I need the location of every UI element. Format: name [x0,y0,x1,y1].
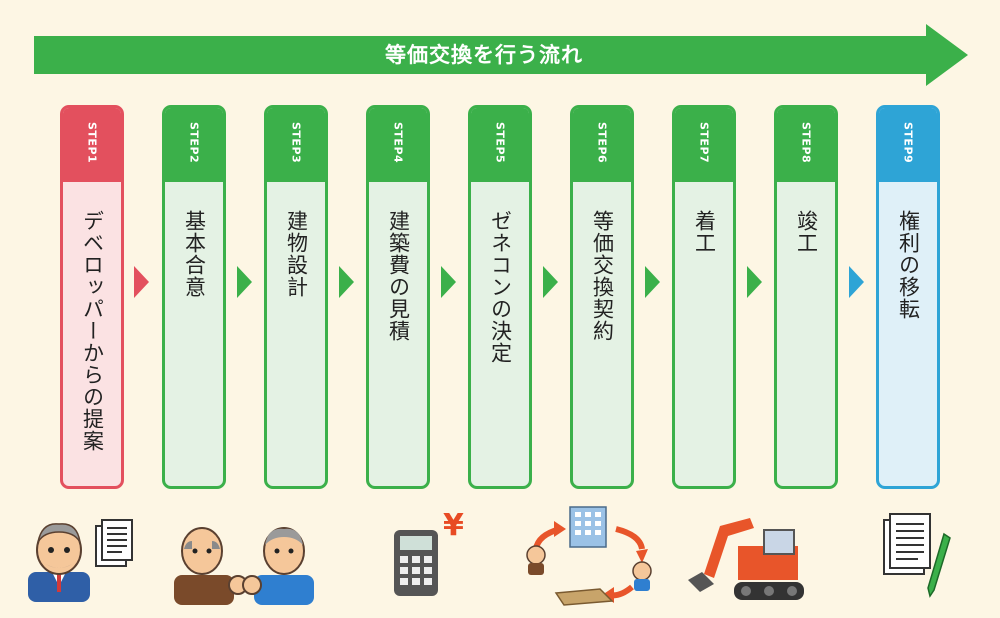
step-card-8: STEP8 竣工 [774,105,838,489]
step-arrow-icon [543,266,558,298]
step-arrow-icon [237,266,252,298]
step-header: STEP6 [573,108,631,182]
contract-document-icon [883,513,951,598]
step-text: 基本合意 [182,210,207,298]
step-label: STEP3 [289,122,303,164]
calculator-icon [394,530,438,596]
handshake-agreement-icon [174,527,314,605]
step-header: STEP8 [777,108,835,182]
step-header: STEP9 [879,108,937,182]
step-card-9: STEP9 権利の移転 [876,105,940,489]
step-arrow-icon [134,266,149,298]
step-arrow-icon [747,266,762,298]
step-text: 権利の移転 [896,210,921,320]
yen-icon: ¥ [443,508,464,543]
step-header: STEP5 [471,108,529,182]
step-card-6: STEP6 等価交換契約 [570,105,634,489]
step-text: 着工 [692,210,717,254]
step-label: STEP5 [493,122,507,164]
step-arrow-icon [441,266,456,298]
step-header: STEP1 [63,108,121,182]
step-text: 建物設計 [284,210,309,298]
step-header: STEP7 [675,108,733,182]
step-label: STEP4 [391,122,405,164]
exchange-cycle-icon [526,506,652,606]
step-text: デベロッパーからの提案 [80,210,105,452]
step-label: STEP8 [799,122,813,164]
banner-arrow-shape [34,24,968,86]
step-text: 等価交換契約 [590,210,615,342]
step-card-1: STEP1 デベロッパーからの提案 [60,105,124,489]
step-arrow-icon [339,266,354,298]
step-card-7: STEP7 着工 [672,105,736,489]
step-header: STEP3 [267,108,325,182]
step-card-3: STEP3 建物設計 [264,105,328,489]
step-label: STEP2 [187,122,201,164]
step-label: STEP7 [697,122,711,164]
step-card-4: STEP4 建築費の見積 [366,105,430,489]
step-arrow-icon [849,266,864,298]
step-header: STEP2 [165,108,223,182]
step-header: STEP4 [369,108,427,182]
step-label: STEP1 [85,122,99,164]
step-card-5: STEP5 ゼネコンの決定 [468,105,532,489]
flow-banner: 等価交換を行う流れ [34,24,968,86]
step-label: STEP9 [901,122,915,164]
step-text: ゼネコンの決定 [488,210,513,364]
step-text: 竣工 [794,210,819,254]
step-arrow-icon [645,266,660,298]
step-text: 建築費の見積 [386,210,411,342]
excavator-icon [688,518,804,600]
step-card-2: STEP2 基本合意 [162,105,226,489]
step-label: STEP6 [595,122,609,164]
businessman-icon [28,519,133,602]
banner-title: 等価交換を行う流れ [385,43,583,67]
